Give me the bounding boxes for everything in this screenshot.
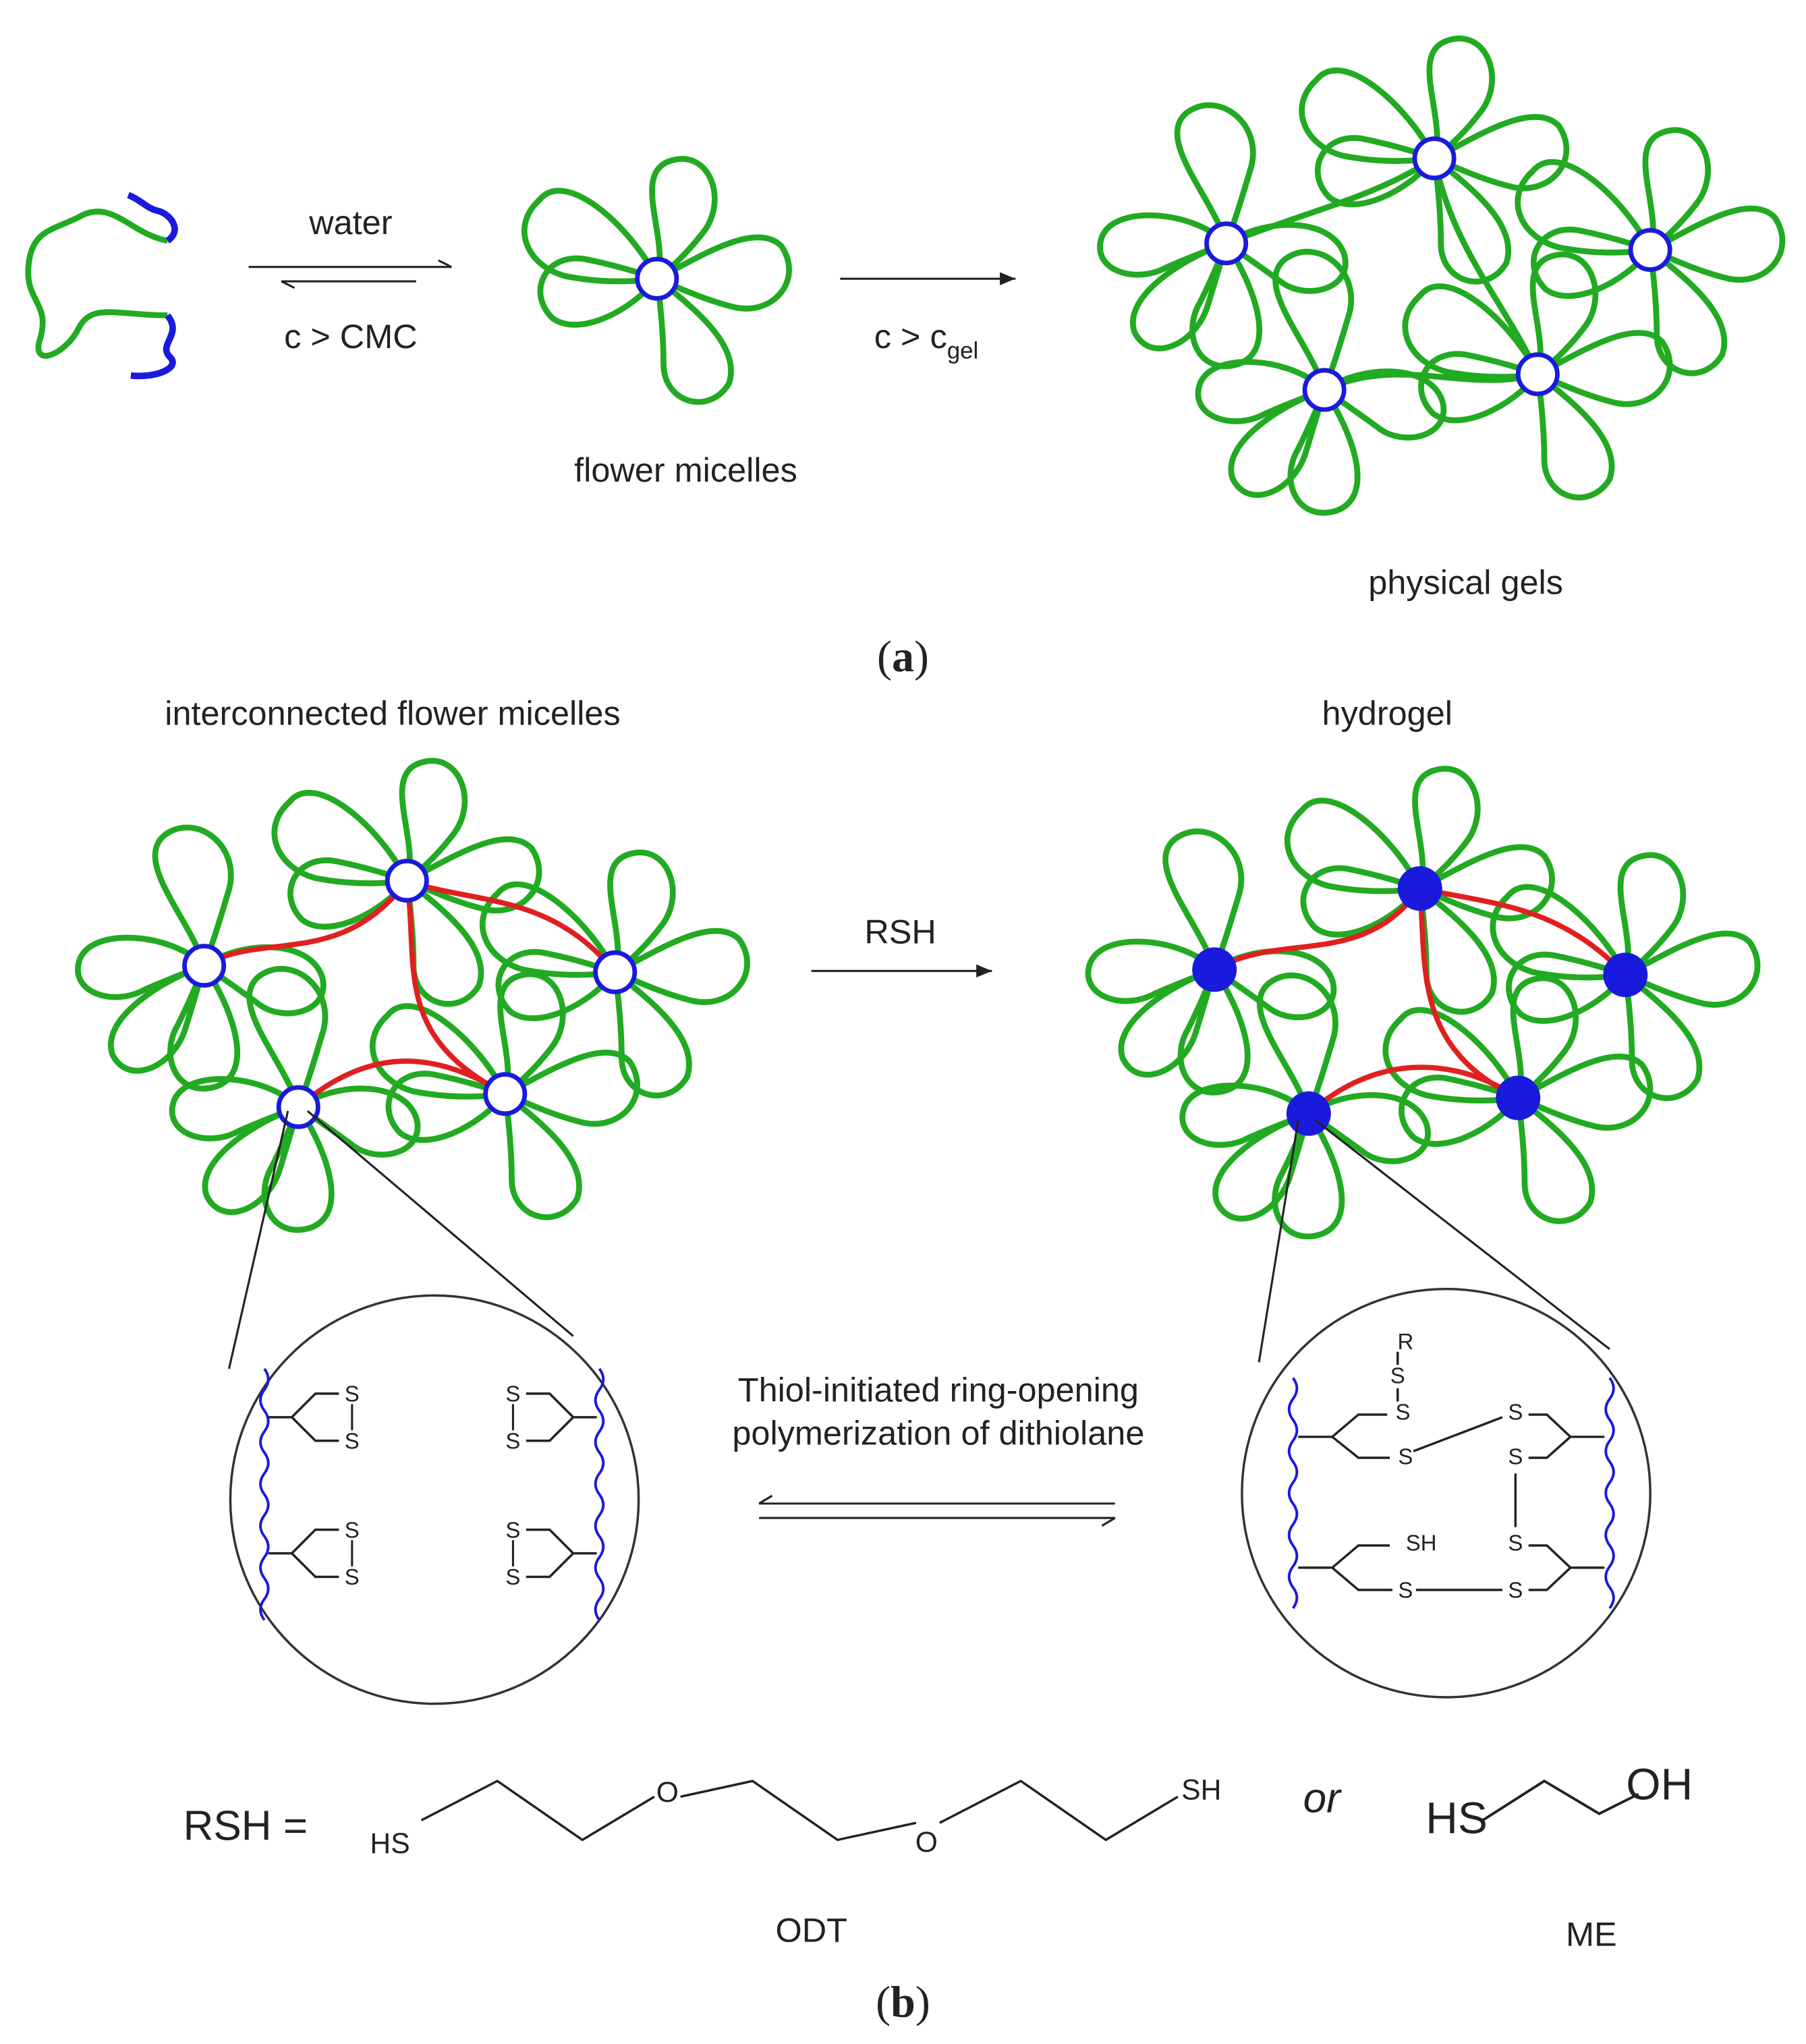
panel-b: interconnected flower micelles hydrogel … (78, 694, 1757, 2026)
hydrophobic-block (130, 313, 176, 380)
svg-text:S: S (1398, 1444, 1413, 1469)
svg-text:OH: OH (1626, 1759, 1693, 1809)
arrowhead (1000, 272, 1016, 285)
micelle-core (483, 1072, 528, 1116)
svg-text:HS: HS (370, 1827, 410, 1860)
odt-structure: HS O O SH ODT (370, 1773, 1221, 1949)
zoom-circle (1241, 1287, 1652, 1699)
equilibrium-arrow (758, 1494, 1116, 1527)
svg-text:R: R (1397, 1329, 1413, 1354)
micelle-core (593, 950, 638, 994)
right-inset: R S S S S S S SH S S (1241, 1287, 1652, 1699)
reaction-line-1: Thiol-initiated ring-opening (738, 1371, 1139, 1409)
polymer-backbone (1604, 1377, 1615, 1610)
micelle-core (276, 1085, 320, 1129)
polymer-backbone (1287, 1377, 1299, 1610)
panel-a: water c > CMC flower micelles c > cgel p… (25, 38, 1782, 681)
svg-text:S: S (345, 1382, 360, 1407)
physical-gel-network (1100, 38, 1782, 513)
micelle-core (1412, 136, 1457, 181)
micelle-core (1204, 221, 1249, 266)
micelle-core (182, 944, 227, 988)
svg-text:S: S (1508, 1444, 1523, 1469)
interconnected-network (78, 761, 747, 1230)
or-text: or (1303, 1776, 1343, 1822)
rsh-equals: RSH = (184, 1802, 308, 1849)
rsh-arrow-label: RSH (864, 913, 936, 951)
hydrophobic-block (127, 192, 178, 244)
crosslinked-core (1286, 1091, 1331, 1136)
polymer-backbone (594, 1367, 605, 1621)
micelle-core (635, 256, 679, 301)
equilibrium-arrow (248, 259, 452, 289)
me-name: ME (1566, 1915, 1617, 1954)
crosslinked-core (1603, 953, 1648, 998)
svg-text:S: S (1508, 1578, 1523, 1603)
left-inset: S S S S S S S S (229, 1294, 640, 1705)
svg-text:S: S (1390, 1363, 1405, 1388)
bonds (1298, 1351, 1605, 1591)
arrowhead (976, 964, 992, 978)
gel-caption: physical gels (1368, 563, 1563, 602)
panel-a-label: (a) (877, 632, 929, 681)
hydrogel-network (1088, 768, 1757, 1236)
right-network-title: hydrogel (1322, 694, 1452, 733)
svg-text:S: S (1396, 1400, 1411, 1425)
crosslinked-core (1192, 947, 1237, 992)
micelle-caption: flower micelles (574, 451, 797, 489)
me-structure: HS OH ME (1426, 1759, 1693, 1953)
micelle-core (385, 859, 429, 903)
left-network-title: interconnected flower micelles (165, 694, 620, 733)
zoom-circle (229, 1294, 640, 1705)
reaction-line-2: polymerization of dithiolane (732, 1414, 1144, 1452)
arrow1-top-label: water (308, 203, 392, 242)
hydrophilic-block (25, 208, 169, 359)
triblock-copolymer (25, 192, 178, 380)
svg-text:S: S (345, 1517, 360, 1542)
svg-text:S: S (1508, 1531, 1523, 1556)
svg-text:S: S (505, 1428, 520, 1453)
svg-text:S: S (1508, 1400, 1523, 1425)
micelle-core (1515, 352, 1560, 397)
svg-text:S: S (345, 1428, 360, 1453)
arrow1-bottom-label: c > CMC (284, 317, 418, 356)
svg-text:S: S (1398, 1578, 1413, 1603)
svg-text:SH: SH (1181, 1773, 1221, 1806)
odt-name: ODT (775, 1911, 847, 1950)
svg-text:S: S (345, 1564, 360, 1589)
svg-text:S: S (505, 1382, 520, 1407)
svg-text:O: O (915, 1826, 938, 1858)
svg-text:HS: HS (1426, 1793, 1488, 1843)
zoom-lines (227, 1110, 1610, 1369)
arrow2-label: c > cgel (874, 317, 978, 364)
crosslinked-core (1397, 866, 1442, 911)
atom-labels: R S S S S S S SH S S (1390, 1329, 1523, 1603)
polymer-backbone (259, 1367, 270, 1621)
svg-text:S: S (505, 1564, 520, 1589)
crosslinked-core (1496, 1075, 1541, 1120)
micelle-core (1302, 368, 1347, 412)
svg-text:SH: SH (1406, 1531, 1437, 1556)
svg-text:O: O (656, 1776, 679, 1809)
micelle-core (1628, 227, 1672, 272)
panel-b-label: (b) (876, 1977, 930, 2026)
svg-text:S: S (505, 1517, 520, 1542)
sulfur-labels: S S S S S S S S (345, 1382, 521, 1590)
